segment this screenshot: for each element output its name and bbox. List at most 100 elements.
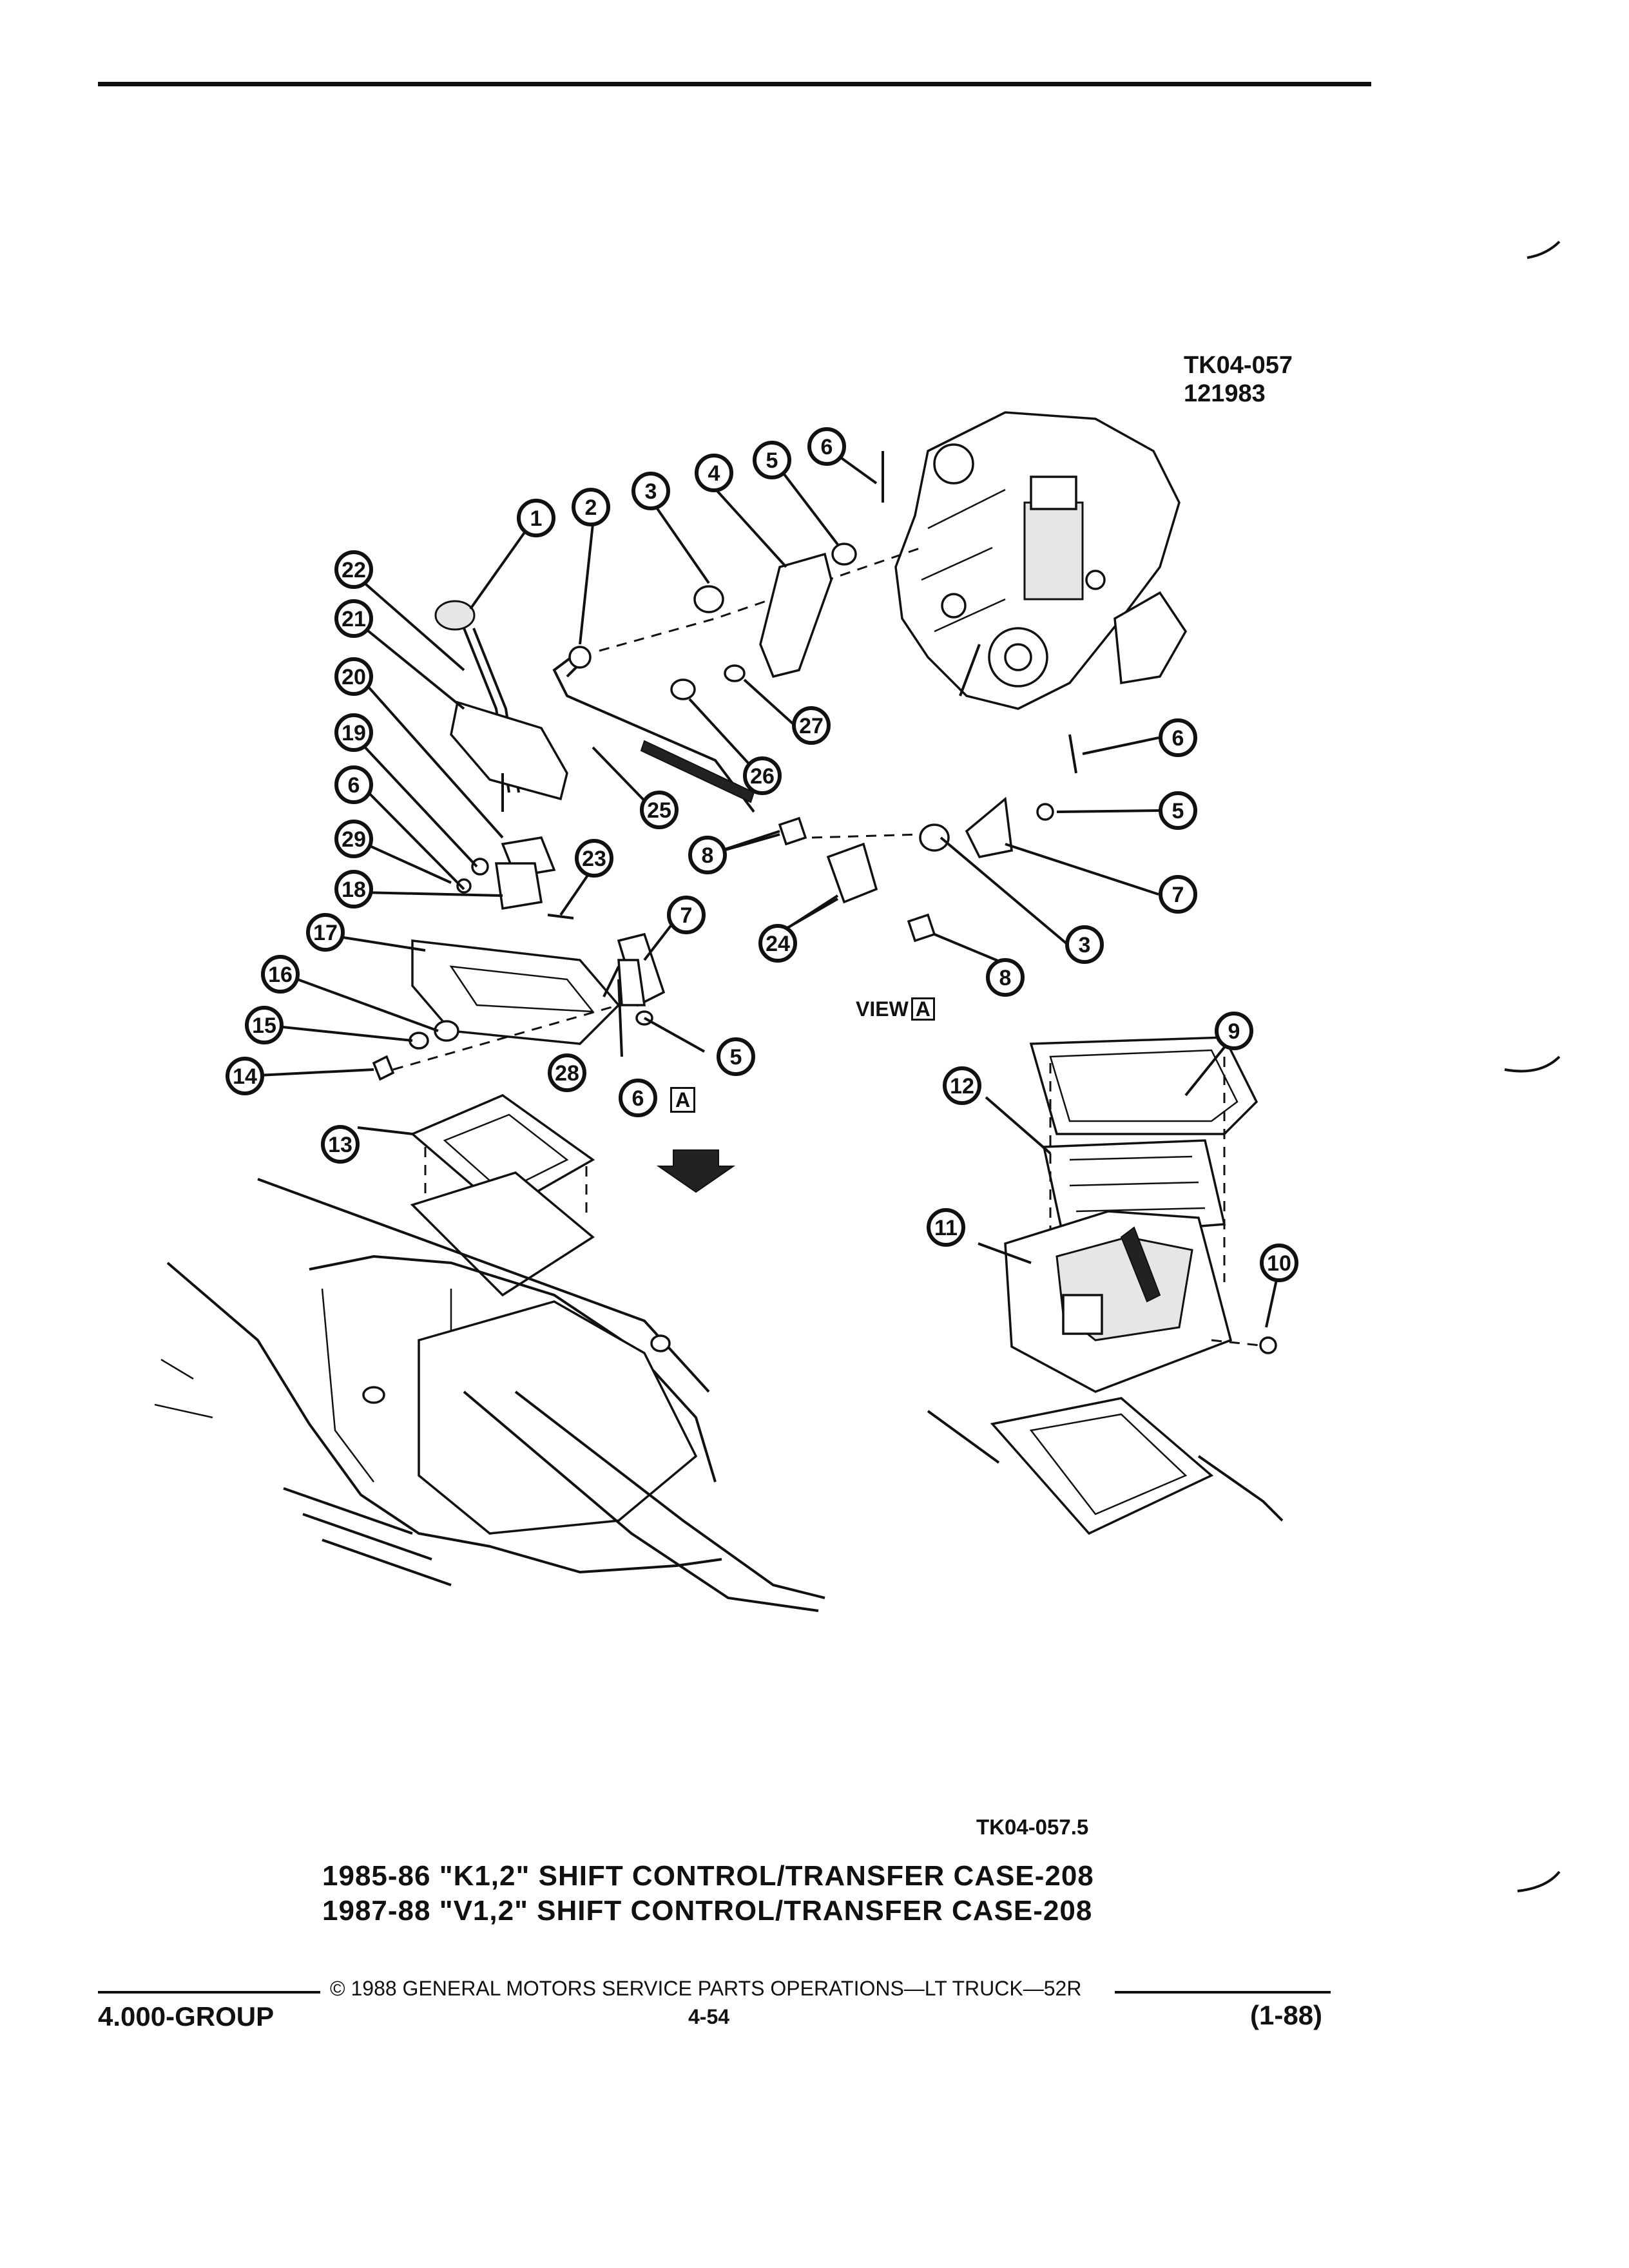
drawing-code-bottom: TK04-057.5	[976, 1815, 1089, 1839]
callout-group: 1 2 3 4 5 6 27 26 25 8 6 5 7 3 8 24 22 2…	[226, 427, 1298, 1282]
top-rule	[98, 82, 1371, 86]
footer-copyright: © 1988 GENERAL MOTORS SERVICE PARTS OPER…	[330, 1977, 1082, 2000]
drawing-code-top: TK04-057 121983	[1184, 351, 1293, 408]
callout-28: 28	[548, 1053, 586, 1092]
callout-22: 22	[334, 550, 373, 589]
linkage-rod	[552, 649, 755, 813]
callout-8-upper: 8	[688, 836, 727, 874]
callout-9: 9	[1215, 1012, 1253, 1050]
callout-16: 16	[261, 955, 300, 994]
direction-arrow	[656, 1149, 736, 1193]
footer-rule-right	[1115, 1991, 1331, 1994]
callout-13: 13	[321, 1125, 360, 1164]
callout-3: 3	[631, 472, 670, 510]
callout-1: 1	[517, 499, 555, 537]
transfer-case-drawing	[894, 411, 1188, 710]
view-label-text: VIEW	[856, 997, 909, 1021]
callout-5: 5	[753, 441, 791, 479]
footer-revision: (1-88)	[1250, 2000, 1323, 2030]
callout-6: 6	[807, 427, 846, 466]
callout-19: 19	[334, 713, 373, 752]
callout-24: 24	[758, 924, 797, 963]
svg-text:20: 20	[342, 665, 366, 689]
svg-text:9: 9	[1228, 1019, 1240, 1044]
svg-text:3: 3	[1079, 933, 1091, 957]
svg-text:3: 3	[645, 479, 657, 504]
callout-7-left: 7	[667, 896, 706, 934]
svg-text:10: 10	[1267, 1251, 1291, 1276]
callout-2: 2	[572, 488, 610, 526]
svg-text:4: 4	[708, 461, 720, 486]
callout-8-lower: 8	[986, 958, 1025, 997]
svg-text:22: 22	[342, 558, 366, 582]
callout-15: 15	[245, 1006, 284, 1044]
console-trim-9	[1029, 1036, 1258, 1135]
svg-text:13: 13	[328, 1133, 352, 1157]
lever-bracket	[450, 700, 568, 801]
callout-7-right: 7	[1159, 875, 1197, 914]
callout-14: 14	[226, 1057, 264, 1095]
callout-27: 27	[792, 706, 831, 745]
svg-text:12: 12	[950, 1074, 974, 1099]
figure-caption: 1985-86 "K1,2" SHIFT CONTROL/TRANSFER CA…	[322, 1859, 1094, 1928]
callout-6-right: 6	[1159, 718, 1197, 757]
shift-lever-4	[759, 552, 833, 678]
footer-group: 4.000-GROUP	[98, 2001, 275, 2032]
bushing-3	[693, 585, 724, 613]
svg-text:18: 18	[342, 878, 366, 902]
callout-18: 18	[334, 870, 373, 908]
callout-25: 25	[640, 791, 679, 829]
svg-text:28: 28	[555, 1061, 579, 1086]
callout-17: 17	[306, 913, 345, 952]
shift-plate-17	[411, 939, 621, 1045]
callout-12: 12	[943, 1066, 981, 1105]
callout-11: 11	[927, 1208, 965, 1247]
svg-text:24: 24	[766, 932, 790, 956]
svg-text:14: 14	[233, 1064, 257, 1089]
callout-5-right: 5	[1159, 791, 1197, 830]
svg-text:5: 5	[1172, 799, 1184, 823]
callout-3-right: 3	[1065, 925, 1104, 964]
callout-5-left: 5	[717, 1037, 755, 1076]
callout-29: 29	[334, 820, 373, 858]
svg-text:11: 11	[934, 1216, 958, 1240]
caption-line-2: 1987-88 "V1,2" SHIFT CONTROL/TRANSFER CA…	[322, 1895, 1093, 1927]
callout-6-bottom: 6	[619, 1079, 657, 1117]
callout-4: 4	[695, 454, 733, 492]
svg-text:17: 17	[313, 921, 338, 945]
svg-text:6: 6	[1172, 726, 1184, 751]
svg-text:6: 6	[348, 773, 360, 798]
callout-21: 21	[334, 599, 373, 638]
callout-26: 26	[743, 756, 782, 795]
svg-text:23: 23	[582, 847, 606, 871]
svg-text:2: 2	[585, 495, 597, 520]
svg-text:6: 6	[632, 1086, 644, 1111]
section-ref-box: A	[670, 1087, 696, 1113]
swivel-24	[826, 842, 878, 904]
svg-text:7: 7	[680, 903, 693, 928]
svg-text:16: 16	[268, 963, 293, 987]
drawing-date: 121983	[1184, 380, 1266, 407]
callout-23: 23	[575, 839, 613, 878]
callout-10: 10	[1260, 1244, 1298, 1282]
svg-text:27: 27	[799, 714, 824, 738]
svg-text:5: 5	[766, 448, 778, 473]
svg-text:8: 8	[702, 843, 714, 868]
margin-mark	[1527, 240, 1561, 259]
view-ref-box: A	[911, 997, 935, 1021]
svg-text:19: 19	[342, 721, 366, 745]
svg-text:8: 8	[999, 966, 1012, 990]
svg-text:7: 7	[1172, 883, 1184, 907]
svg-text:6: 6	[821, 435, 833, 459]
callout-6-left: 6	[334, 765, 373, 804]
svg-text:21: 21	[342, 607, 366, 631]
drawing-code: TK04-057	[1184, 352, 1293, 379]
shift-knob	[434, 600, 476, 631]
callout-20: 20	[334, 657, 373, 696]
svg-text:1: 1	[530, 506, 543, 531]
svg-text:29: 29	[342, 827, 366, 852]
svg-text:5: 5	[730, 1045, 742, 1070]
svg-text:26: 26	[750, 764, 775, 789]
